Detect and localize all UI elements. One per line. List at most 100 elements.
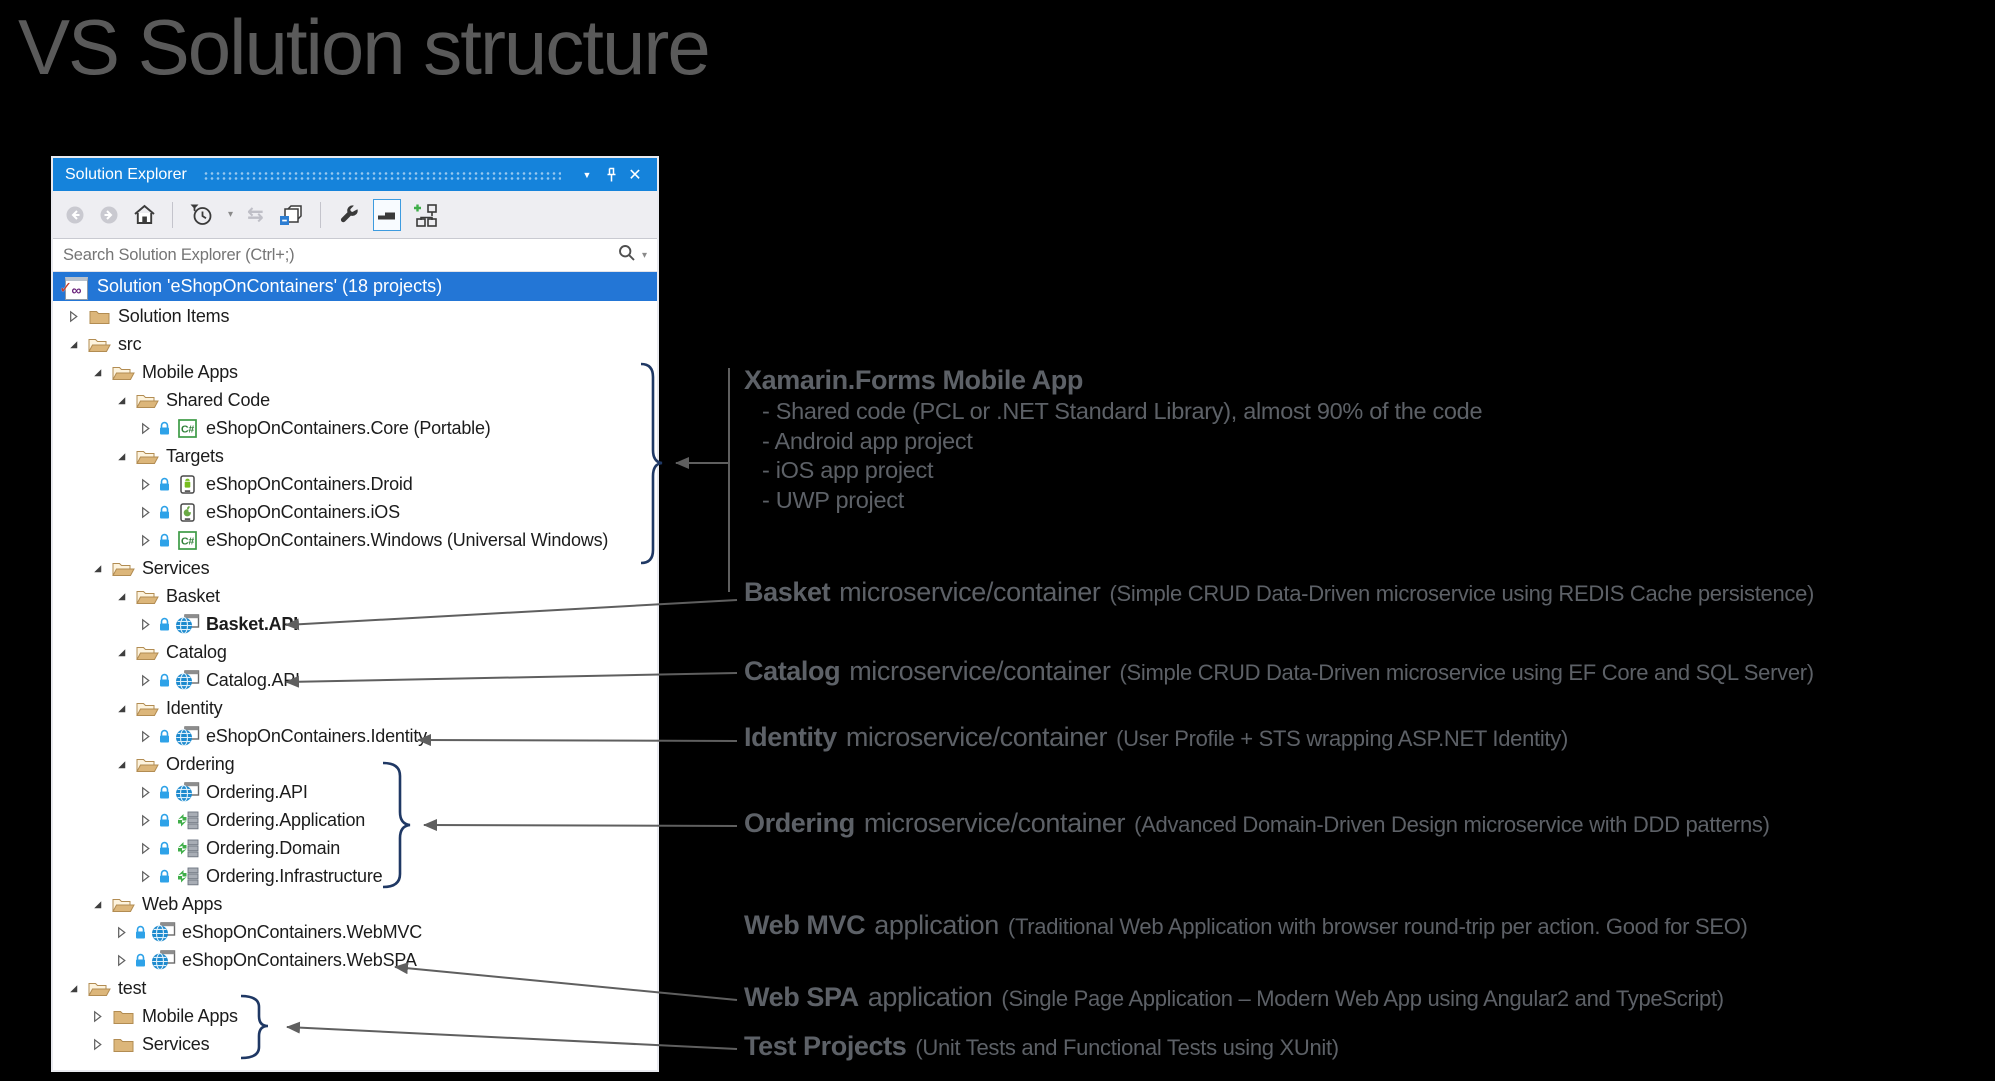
expand-icon[interactable]: [113, 953, 130, 968]
window-title: Solution Explorer: [65, 165, 187, 183]
search-icon[interactable]: [618, 244, 636, 267]
folder-open-icon: [134, 448, 160, 465]
tree-row-web-apps[interactable]: Web Apps: [53, 890, 657, 918]
tree-item-label: eShopOnContainers.Identity: [206, 725, 427, 746]
lock-icon: [134, 925, 148, 940]
expand-icon[interactable]: [89, 1037, 106, 1052]
tree-item-label: eShopOnContainers.iOS: [206, 501, 400, 522]
lock-icon: [158, 729, 172, 744]
tree-row-src[interactable]: src: [53, 330, 657, 358]
tree-row-targets[interactable]: Targets: [53, 442, 657, 470]
pin-icon[interactable]: [599, 163, 623, 187]
tree-item-label: Services: [142, 1033, 210, 1054]
annotation-test-projects: Test Projects(Unit Tests and Functional …: [744, 1031, 1339, 1061]
tree-row-basket[interactable]: Basket: [53, 582, 657, 610]
tree-row-eshoponcontainers-webspa[interactable]: eShopOnContainers.WebSPA: [53, 946, 657, 974]
solution-root-row[interactable]: ∞ ✓ Solution 'eShopOnContainers' (18 pro…: [53, 272, 657, 301]
collapse-icon[interactable]: [113, 645, 130, 660]
search-box[interactable]: Search Solution Explorer (Ctrl+;) ▾: [53, 239, 657, 272]
sync-with-active-document-button[interactable]: [411, 200, 441, 230]
folder-closed-icon: [86, 308, 112, 325]
collapse-icon[interactable]: [113, 449, 130, 464]
tree-item-label: Ordering.Domain: [206, 837, 341, 858]
tree-row-mobile-apps[interactable]: Mobile Apps: [53, 358, 657, 386]
tree-row-eshoponcontainers-core-portable-[interactable]: C#eShopOnContainers.Core (Portable): [53, 414, 657, 442]
collapse-icon[interactable]: [89, 365, 106, 380]
back-button[interactable]: [63, 200, 87, 230]
collapse-all-button[interactable]: [276, 200, 306, 230]
tree-item-label: eShopOnContainers.WebSPA: [182, 949, 417, 970]
tree-row-eshoponcontainers-droid[interactable]: eShopOnContainers.Droid: [53, 470, 657, 498]
expand-icon[interactable]: [137, 841, 154, 856]
tree-row-mobile-apps[interactable]: Mobile Apps: [53, 1002, 657, 1030]
tree-row-services[interactable]: Services: [53, 1030, 657, 1058]
tree-row-ordering-api[interactable]: Ordering.API: [53, 778, 657, 806]
tree-item-label: Catalog.API: [206, 669, 300, 690]
tree-row-catalog-api[interactable]: Catalog.API: [53, 666, 657, 694]
tree-item-label: Services: [142, 557, 210, 578]
tree-row-basket-api[interactable]: Basket.API: [53, 610, 657, 638]
close-icon[interactable]: ✕: [628, 166, 642, 184]
collapse-icon[interactable]: [89, 897, 106, 912]
collapse-icon[interactable]: [113, 757, 130, 772]
expand-icon[interactable]: [137, 729, 154, 744]
tree-item-label: eShopOnContainers.Windows (Universal Win…: [206, 529, 609, 550]
expand-icon[interactable]: [113, 925, 130, 940]
forward-button[interactable]: [97, 200, 121, 230]
tree-row-eshoponcontainers-identity[interactable]: eShopOnContainers.Identity: [53, 722, 657, 750]
annotation-line: - Shared code (PCL or .NET Standard Libr…: [762, 398, 1483, 424]
tree-row-test[interactable]: test: [53, 974, 657, 1002]
checked-icon: ✓: [59, 279, 73, 297]
tree-row-services[interactable]: Services: [53, 554, 657, 582]
expand-icon[interactable]: [65, 309, 82, 324]
tree-row-ordering[interactable]: Ordering: [53, 750, 657, 778]
search-options-caret[interactable]: ▾: [641, 249, 647, 261]
collapse-icon[interactable]: [89, 561, 106, 576]
tree-row-ordering-application[interactable]: Ordering.Application: [53, 806, 657, 834]
web-icon: [174, 726, 200, 746]
tree-row-shared-code[interactable]: Shared Code: [53, 386, 657, 414]
tree-row-ordering-infrastructure[interactable]: Ordering.Infrastructure: [53, 862, 657, 890]
tree-row-eshoponcontainers-windows-universal-windows-[interactable]: C#eShopOnContainers.Windows (Universal W…: [53, 526, 657, 554]
expand-icon[interactable]: [137, 813, 154, 828]
tree-row-ordering-domain[interactable]: Ordering.Domain: [53, 834, 657, 862]
sync-icon: ⇆: [247, 203, 264, 226]
expand-icon[interactable]: [137, 505, 154, 520]
pending-changes-filter-button[interactable]: [187, 200, 216, 230]
expand-icon[interactable]: [137, 617, 154, 632]
expand-icon[interactable]: [137, 869, 154, 884]
folder-closed-icon: [110, 1008, 136, 1025]
expand-icon[interactable]: [137, 477, 154, 492]
filter-dropdown-caret[interactable]: ▾: [228, 209, 234, 220]
expand-icon[interactable]: [137, 785, 154, 800]
expand-icon[interactable]: [137, 673, 154, 688]
drag-handle-dots[interactable]: [202, 170, 561, 181]
collapse-icon[interactable]: [65, 981, 82, 996]
tree-item-label: Web Apps: [142, 893, 223, 914]
window-titlebar[interactable]: Solution Explorer ▼ ✕: [53, 158, 657, 191]
collapse-icon[interactable]: [113, 393, 130, 408]
preview-selected-items-button[interactable]: [372, 198, 401, 231]
chevron-down-icon[interactable]: ▼: [582, 169, 592, 180]
tree-row-catalog[interactable]: Catalog: [53, 638, 657, 666]
expand-icon[interactable]: [89, 1009, 106, 1024]
solution-tree-panel: ∞ ✓ Solution 'eShopOnContainers' (18 pro…: [53, 272, 657, 1070]
search-input[interactable]: Search Solution Explorer (Ctrl+;): [63, 245, 295, 264]
expand-icon[interactable]: [137, 533, 154, 548]
clock-filter-icon: [190, 204, 212, 225]
collapse-icon[interactable]: [113, 589, 130, 604]
expand-icon[interactable]: [137, 421, 154, 436]
home-button[interactable]: [131, 200, 158, 230]
toolbar-separator: [319, 201, 321, 228]
collapse-icon[interactable]: [113, 701, 130, 716]
sync-button[interactable]: ⇆: [245, 200, 266, 230]
tree-row-solution-items[interactable]: Solution Items: [53, 302, 657, 330]
tree-row-eshoponcontainers-webmvc[interactable]: eShopOnContainers.WebMVC: [53, 918, 657, 946]
properties-button[interactable]: [335, 200, 363, 230]
collapse-icon[interactable]: [65, 337, 82, 352]
tree-item-label: Catalog: [166, 641, 227, 662]
tree-row-identity[interactable]: Identity: [53, 694, 657, 722]
folder-open-icon: [134, 700, 160, 717]
tree-row-eshoponcontainers-ios[interactable]: eShopOnContainers.iOS: [53, 498, 657, 526]
